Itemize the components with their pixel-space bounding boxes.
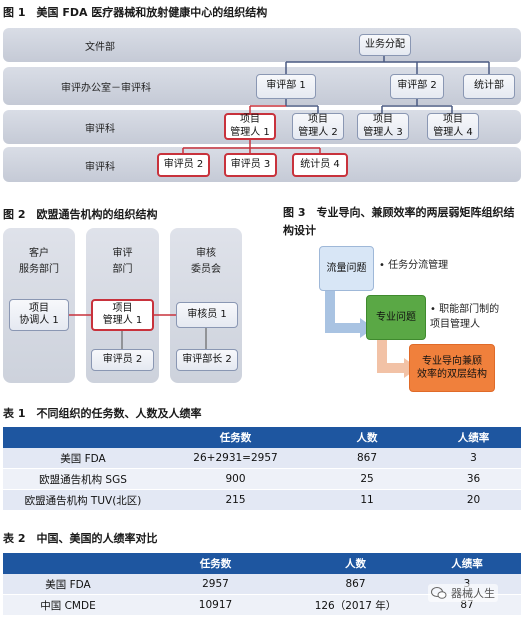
table-cell: 900 — [163, 468, 308, 490]
column-title: 审评 部门 — [112, 248, 133, 275]
flow-issue-box: 流量问题 — [319, 246, 374, 291]
node-statistician-4: 统计员 4 — [292, 153, 348, 177]
watermark-text: 器械人生 — [451, 587, 495, 600]
node-fig2-project-manager-1: 项目 管理人 1 — [91, 299, 154, 331]
note-functional-pm: • 职能部门制的 项目管理人 — [430, 304, 500, 330]
table-cell: 10917 — [133, 594, 298, 616]
table-row: 美国 FDA 26+2931=2957 867 3 — [3, 448, 521, 469]
header-cell: 人数 — [298, 553, 413, 574]
table-cell: 11 — [308, 489, 426, 511]
table-cell: 126（2017 年） — [298, 594, 413, 616]
fig1-connectors — [182, 56, 490, 153]
table1-caption: 表 1 不同组织的任务数、人数及人绩率 — [3, 407, 202, 420]
node-review-dept-1: 审评部 1 — [256, 74, 316, 99]
table-cell: 36 — [426, 468, 521, 490]
fig2-caption: 图 2 欧盟通告机构的组织结构 — [3, 208, 158, 221]
table-cell: 215 — [163, 489, 308, 511]
node-auditor-1: 审核员 1 — [176, 302, 238, 328]
band-label: 审评办公室－审评科 — [61, 83, 151, 94]
node-project-manager-4: 项目 管理人 4 — [427, 113, 479, 140]
table-cell: 25 — [308, 468, 426, 490]
fig1-caption: 图 1 美国 FDA 医疗器械和放射健康中心的组织结构 — [3, 6, 268, 19]
fig2-connectors — [69, 314, 207, 349]
table-cell: 2957 — [133, 574, 298, 595]
table-cell: 欧盟通告机构 TUV(北区) — [3, 489, 163, 511]
table-cell: 867 — [308, 448, 426, 469]
header-cell: 任务数 — [133, 553, 298, 574]
band-label: 文件部 — [85, 42, 115, 53]
table-cell: 26+2931=2957 — [163, 448, 308, 469]
column-title: 客户 服务部门 — [19, 248, 59, 275]
node-project-coordinator-1: 项目 协调人 1 — [9, 299, 69, 331]
note-task-triage: • 任务分流管理 — [379, 260, 449, 271]
node-business-dispatch: 业务分配 — [359, 34, 411, 56]
node-statistics-dept: 统计部 — [463, 74, 515, 99]
professional-issue-box: 专业问题 — [366, 295, 426, 340]
node-project-manager-2: 项目 管理人 2 — [292, 113, 344, 140]
table-cell: 20 — [426, 489, 521, 511]
table-header-row: 任务数 人数 人绩率 — [3, 427, 521, 448]
table-cell: 867 — [298, 574, 413, 595]
table2-caption: 表 2 中国、美国的人绩率对比 — [3, 532, 158, 545]
node-fig2-reviewer-2: 审评员 2 — [91, 349, 154, 371]
table1: 任务数 人数 人绩率 美国 FDA 26+2931=2957 867 3 欧盟通… — [3, 427, 521, 511]
table-cell: 欧盟通告机构 SGS — [3, 468, 163, 490]
chat-bubble-icon — [431, 587, 447, 599]
node-project-manager-3: 项目 管理人 3 — [357, 113, 409, 140]
node-review-dept-2: 审评部 2 — [390, 74, 444, 99]
header-cell: 人数 — [308, 427, 426, 448]
header-cell: 人绩率 — [413, 553, 521, 574]
band-document-dept: 文件部 — [3, 28, 521, 62]
watermark: 器械人生 — [428, 584, 498, 602]
table-cell: 美国 FDA — [3, 574, 133, 595]
node-reviewer-3: 审评员 3 — [224, 153, 277, 177]
band-label: 审评科 — [85, 124, 115, 135]
table-header-row: 任务数 人数 人绩率 — [3, 553, 521, 574]
header-cell: 任务数 — [163, 427, 308, 448]
table-row: 欧盟通告机构 SGS 900 25 36 — [3, 468, 521, 490]
header-cell: 人绩率 — [426, 427, 521, 448]
table-cell: 3 — [426, 448, 521, 469]
node-project-manager-1: 项目 管理人 1 — [224, 113, 276, 140]
table-cell: 美国 FDA — [3, 448, 163, 469]
fig3-caption: 图 3 专业导向、兼顾效率的两层弱矩阵组织结构设计 — [283, 206, 515, 237]
table-row: 欧盟通告机构 TUV(北区) 215 11 20 — [3, 489, 521, 511]
node-reviewer-2: 审评员 2 — [157, 153, 210, 177]
header-cell — [3, 427, 163, 448]
table-cell: 中国 CMDE — [3, 594, 133, 616]
node-review-minister-2: 审评部长 2 — [176, 349, 238, 371]
header-cell — [3, 553, 133, 574]
column-title: 审核 委员会 — [191, 248, 221, 275]
band-label: 审评科 — [85, 162, 115, 173]
dual-layer-structure-box: 专业导向兼顾 效率的双层结构 — [409, 344, 495, 392]
